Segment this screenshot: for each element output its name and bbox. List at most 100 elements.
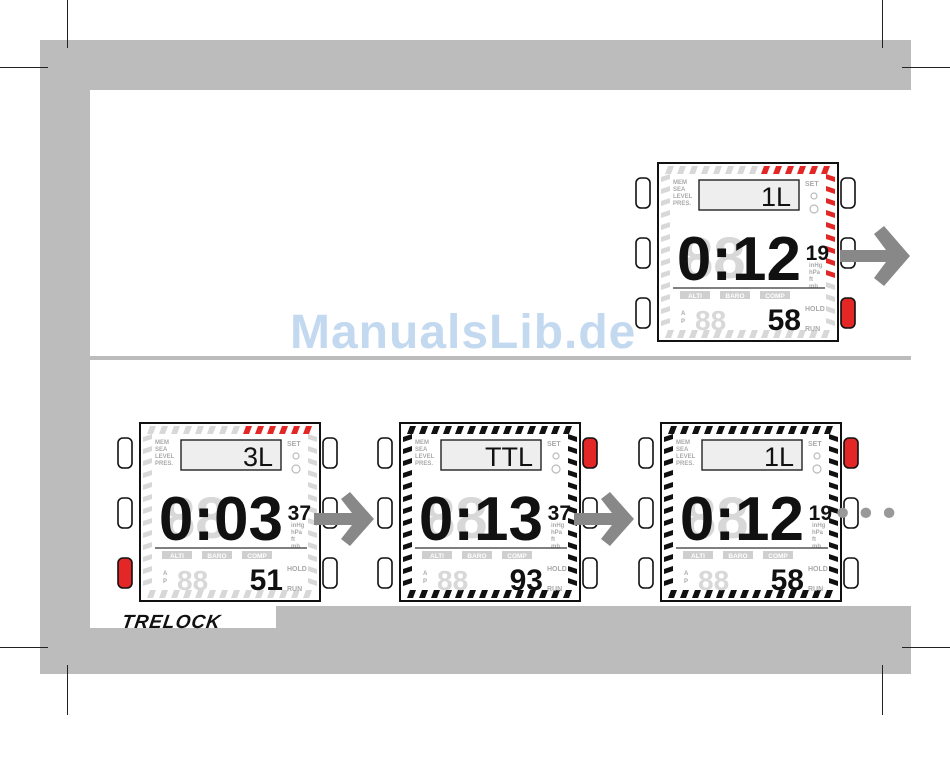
right-bottom-button[interactable] — [843, 557, 859, 589]
ghost-digits: 88 — [684, 486, 749, 551]
section-divider — [90, 356, 911, 360]
unit-label: inHg — [551, 523, 565, 529]
mode-tab — [462, 551, 492, 559]
mode-tab — [242, 551, 272, 559]
left-middle-button[interactable] — [638, 497, 654, 529]
left-middle-button[interactable] — [377, 497, 393, 529]
mode-tab — [502, 551, 532, 559]
mode-tab — [162, 551, 192, 559]
main-display-digits: 0:12 — [680, 485, 804, 554]
set-label: SET — [287, 441, 301, 448]
run-label: RUN — [287, 586, 302, 593]
unit-label: mb — [812, 544, 821, 550]
mode-tab-label: BARO — [725, 293, 744, 300]
right-middle-button[interactable] — [843, 497, 859, 529]
ellipsis-icon: ••• — [832, 494, 902, 535]
sun-icon — [551, 464, 561, 474]
left-top-button[interactable] — [635, 177, 651, 209]
ghost-digits-small: 88 — [437, 565, 468, 596]
unit-label: inHg — [812, 523, 826, 529]
bottom-display-digits: 58 — [771, 564, 804, 597]
unit-label: hPa — [291, 530, 303, 536]
unit-label: hPa — [551, 530, 563, 536]
logo-tab — [90, 606, 276, 628]
unit-label: ft — [551, 537, 555, 543]
p-label: P — [681, 319, 685, 325]
left-bottom-button[interactable] — [635, 297, 651, 329]
right-bottom-button[interactable] — [840, 297, 856, 329]
mode-tab — [720, 291, 750, 299]
mode-tab-label: COMP — [247, 553, 267, 560]
arrow-right-icon — [314, 492, 374, 546]
ghost-digits-small: 88 — [698, 565, 729, 596]
hold-label: HOLD — [808, 566, 828, 573]
mode-tab-label: BARO — [207, 553, 226, 560]
lcd-border-segments — [661, 166, 835, 338]
hold-label: HOLD — [805, 306, 825, 313]
mode-label: MEM — [415, 440, 429, 446]
run-label: RUN — [547, 586, 562, 593]
left-middle-button[interactable] — [635, 237, 651, 269]
a-label: A — [681, 311, 686, 317]
top-text-box — [698, 179, 800, 211]
key-icon — [813, 452, 821, 460]
left-top-button[interactable] — [117, 437, 133, 469]
mode-label: LEVEL — [673, 194, 693, 200]
right-bottom-button[interactable] — [582, 557, 598, 589]
p-label: P — [684, 579, 688, 585]
top-display-text: 1L — [764, 442, 794, 472]
mode-tab-label: ALTI — [430, 553, 444, 560]
left-bottom-button[interactable] — [117, 557, 133, 589]
sun-icon — [291, 464, 301, 474]
mode-tab — [683, 551, 713, 559]
mode-tab — [763, 551, 793, 559]
right-top-button[interactable] — [582, 437, 598, 469]
mode-tab — [202, 551, 232, 559]
bottom-display-digits: 93 — [510, 564, 543, 597]
crop-mark — [67, 0, 68, 48]
mode-label: PRES. — [415, 461, 433, 467]
key-icon — [292, 452, 300, 460]
main-display-digits: 0:03 — [159, 485, 283, 554]
mode-tab-label: ALTI — [170, 553, 184, 560]
key-icon — [810, 192, 818, 200]
left-top-button[interactable] — [377, 437, 393, 469]
seconds-digits: 37 — [288, 502, 311, 525]
p-label: P — [163, 579, 167, 585]
unit-label: ft — [291, 537, 295, 543]
right-top-button[interactable] — [840, 177, 856, 209]
lcd-border-segments — [143, 426, 317, 598]
lcd-border-segments — [403, 426, 577, 598]
mode-tab-label: BARO — [728, 553, 747, 560]
right-top-button[interactable] — [322, 437, 338, 469]
mode-tab — [422, 551, 452, 559]
sun-icon — [812, 464, 822, 474]
unit-label: inHg — [809, 263, 823, 269]
p-label: P — [423, 579, 427, 585]
top-text-box — [180, 439, 282, 471]
left-bottom-button[interactable] — [638, 557, 654, 589]
right-bottom-button[interactable] — [322, 557, 338, 589]
a-label: A — [684, 571, 689, 577]
ghost-digits: 88 — [423, 486, 488, 551]
left-top-button[interactable] — [638, 437, 654, 469]
main-display-digits: 0:12 — [677, 225, 801, 294]
mode-label: PRES. — [155, 461, 173, 467]
key-icon — [552, 452, 560, 460]
mode-label: LEVEL — [155, 454, 175, 460]
mode-tab-label: ALTI — [688, 293, 702, 300]
seconds-digits: 37 — [548, 502, 571, 525]
right-top-button[interactable] — [843, 437, 859, 469]
mode-tab — [760, 291, 790, 299]
left-middle-button[interactable] — [117, 497, 133, 529]
set-label: SET — [547, 441, 561, 448]
left-bottom-button[interactable] — [377, 557, 393, 589]
crop-mark — [882, 665, 883, 715]
main-display-digits: 0:13 — [419, 485, 543, 554]
seconds-digits: 19 — [809, 502, 832, 525]
a-label: A — [163, 571, 168, 577]
mode-tab — [723, 551, 753, 559]
